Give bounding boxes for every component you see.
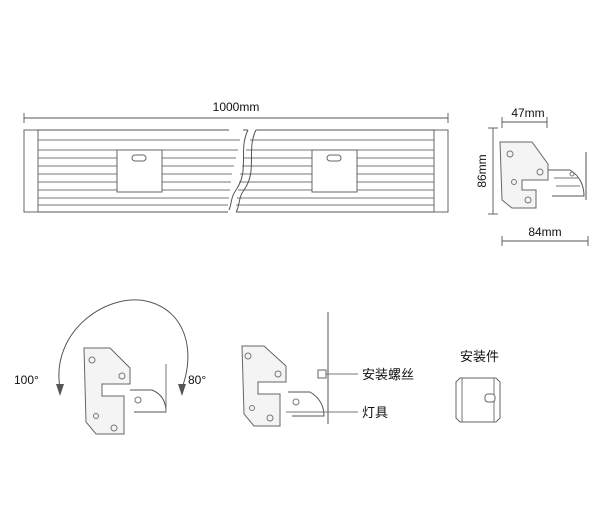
length-label: 1000mm [213, 100, 260, 114]
rotation-bracket [130, 364, 167, 413]
height-label: 86mm [475, 154, 489, 187]
assembly-fixture-profile [241, 345, 287, 427]
angle-right-label: 80° [188, 373, 206, 387]
rotation-fixture-profile [83, 347, 131, 435]
break-line [235, 129, 257, 213]
bracket-part [455, 377, 501, 423]
right-end-cap [433, 129, 449, 213]
rotation-arc [58, 299, 189, 389]
bracket-label: 安装件 [460, 349, 499, 364]
depth-dimension: 47mm [501, 106, 548, 128]
front-bracket-right [311, 149, 358, 193]
arrow-right-icon [178, 384, 186, 396]
side-profile-view: 47mm 86mm 84mm [475, 106, 589, 246]
bracket-part-view: 安装件 [455, 349, 501, 423]
height-dimension: 86mm [475, 127, 498, 215]
assembly-view: 安装螺丝 灯具 [241, 312, 414, 427]
fixture-profile [499, 141, 549, 209]
lamp-label: 灯具 [362, 405, 388, 420]
fixture-front-view: 1000mm [23, 100, 449, 214]
rotation-view: 100° 80° [14, 299, 206, 435]
left-end-cap [23, 129, 39, 213]
angle-left-label: 100° [14, 373, 39, 387]
assembly-bracket [288, 369, 327, 417]
mount-bracket-profile [548, 152, 587, 200]
screw-label: 安装螺丝 [362, 367, 414, 382]
arrow-left-icon [56, 384, 64, 396]
length-dimension: 1000mm [23, 100, 449, 123]
front-bracket-left [116, 149, 163, 193]
width-label: 84mm [528, 225, 561, 239]
depth-label: 47mm [511, 106, 544, 120]
break-line [227, 129, 249, 213]
width-dimension: 84mm [501, 225, 589, 246]
